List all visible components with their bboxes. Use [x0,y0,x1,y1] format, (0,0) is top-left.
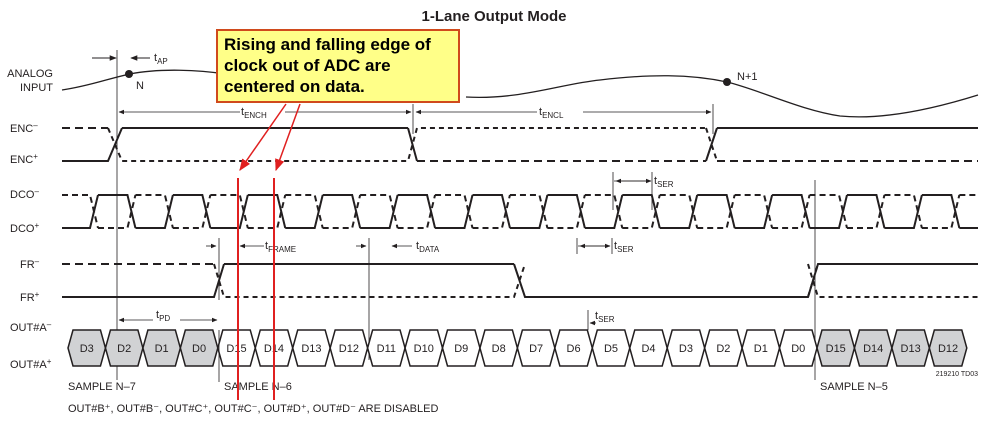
data-cell-label: D2 [117,343,131,355]
dco-plus-label: DCO+ [10,221,39,235]
analog-input-label-1: ANALOG [7,68,53,80]
data-cell-label: D1 [754,343,768,355]
point-n-plus-1-label: N+1 [737,71,758,83]
dco-solid-trace [62,194,978,229]
sample-point-n-plus-1 [723,78,731,86]
sample-n7-label: SAMPLE N–7 [68,381,136,393]
data-cell-label: D11 [377,343,396,355]
data-cell-label: D8 [492,343,506,355]
data-cell-label: D0 [192,343,206,355]
data-cell-label: D0 [791,343,805,355]
t-ser-top-label: tSER [654,175,674,189]
data-cell-label: D3 [80,343,94,355]
sample-n5-label: SAMPLE N–5 [820,381,888,393]
data-cell-label: D4 [641,343,655,355]
t-data-label: tDATA [416,240,440,254]
data-cell-label: D14 [863,343,883,355]
t-pd-label: tPD [156,309,170,323]
t-frame-label: tFRAME [265,240,296,254]
t-encl-label: tENCL [539,106,564,120]
dco-minus-label: DCO– [10,187,39,201]
centered-edge-markers [237,103,301,400]
t-ser-bottom-label: tSER [595,310,615,324]
t-ser-mid-label: tSER [614,240,634,254]
out-a-data-cells: D3 D2 D1 D0 D15 D14 D13 D12 D11 D10 D9 D8 D7 D6 D5 D4 D3… [67,329,968,367]
data-cell-label: D2 [716,343,730,355]
figure-code: 219210 TD03 [936,371,978,378]
enc-plus-label: ENC+ [10,152,38,166]
data-cell-label: D10 [414,343,434,355]
data-cell-label: D13 [901,343,921,355]
sample-point-n [125,70,133,78]
footnote: OUT#B⁺, OUT#B⁻, OUT#C⁺, OUT#C⁻, OUT#D⁺, … [68,403,438,415]
t-ap-label: tAP [154,52,168,66]
data-cell-label: D7 [529,343,543,355]
fr-plus-label: FR+ [20,290,40,304]
fr-minus-label: FR– [20,257,40,271]
data-cell-label: D12 [339,343,359,355]
data-cell-label: D3 [679,343,693,355]
enc-minus-label: ENC– [10,121,38,135]
callout-box: Rising and falling edge of clock out of … [216,29,460,103]
data-cell-label: D13 [301,343,321,355]
analog-input-label-2: INPUT [20,82,53,94]
enc-waveform [62,127,978,162]
out-a-plus-label: OUT#A+ [10,357,52,371]
data-cell-label: D6 [567,343,581,355]
data-cell-label: D1 [155,343,169,355]
sample-n6-label: SAMPLE N–6 [224,381,292,393]
analog-input-waveform [61,69,979,118]
data-cell-label: D5 [604,343,618,355]
data-cell-label: D15 [826,343,846,355]
data-cell [928,329,968,367]
fr-waveform [62,264,978,297]
out-a-minus-label: OUT#A– [10,320,52,334]
point-n-label: N [136,80,144,92]
dco-waveform [62,194,978,229]
diagram-title: 1-Lane Output Mode [422,8,567,25]
data-cell-label: D15 [226,343,246,355]
data-cell-label: D9 [454,343,468,355]
t-ench-label: tENCH [241,106,267,120]
data-cell-label: D12 [938,343,958,355]
